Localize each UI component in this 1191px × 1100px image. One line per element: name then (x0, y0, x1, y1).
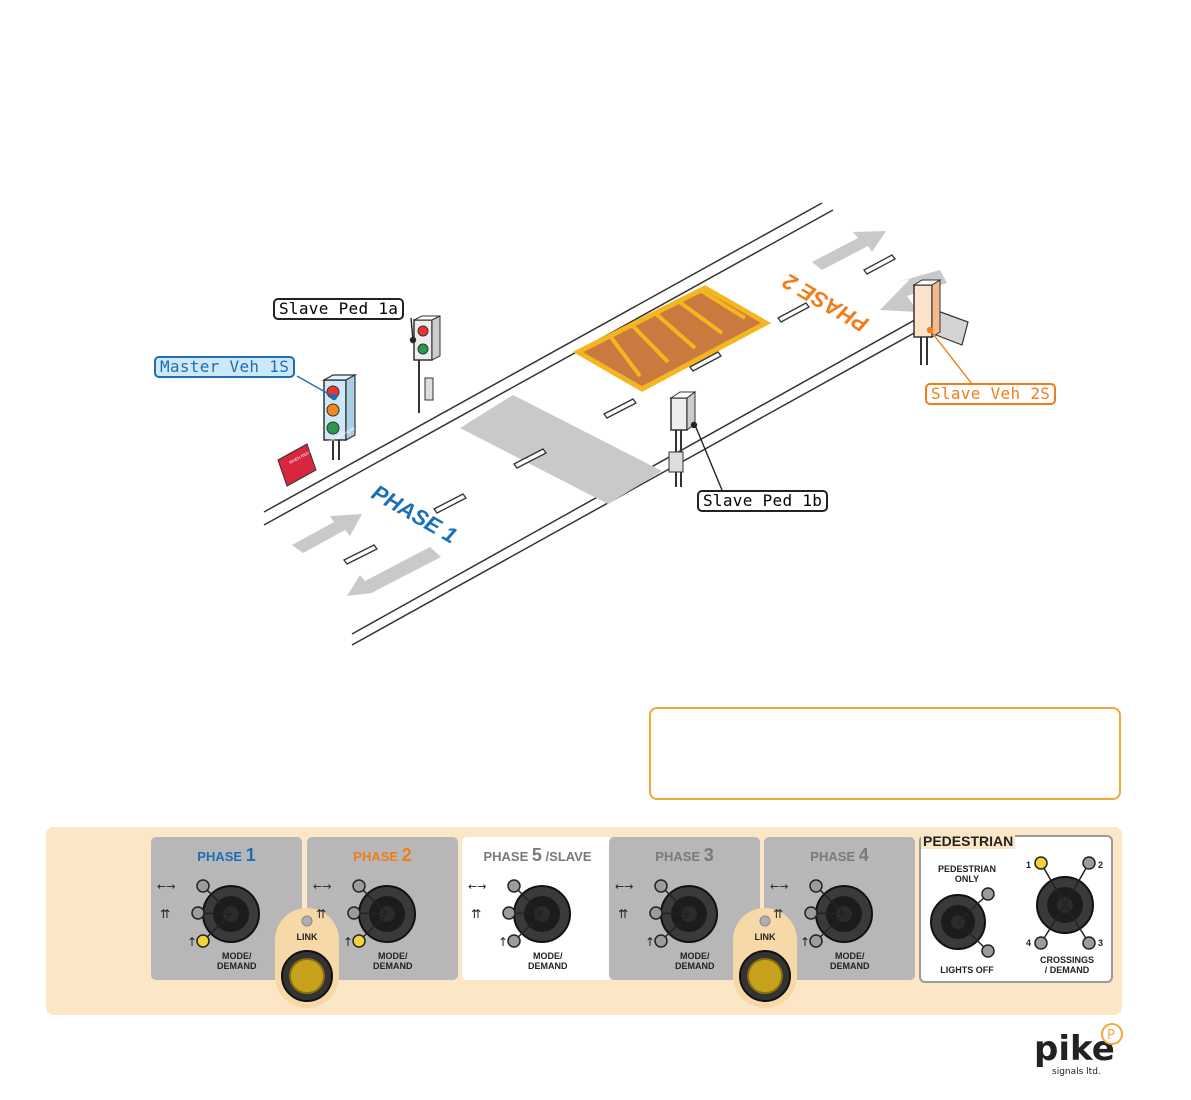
mode-demand-label: MODE/ DEMAND (217, 951, 257, 971)
crossing-1-led (1034, 856, 1048, 870)
pike-logo: pike signals ltd. P (1034, 1023, 1123, 1077)
road-edge-near-2 (351, 316, 944, 646)
double-up-arrows-icon: ⇈ (773, 907, 783, 921)
link-2-button-face[interactable] (747, 958, 783, 994)
slave-ped-1a-signal (413, 315, 441, 413)
led-lead-line (1040, 862, 1066, 906)
slave-ped-1b-signal (668, 391, 697, 487)
note-box (649, 707, 1121, 800)
lights-off-label: LIGHTS OFF (940, 965, 994, 975)
both-direction-arrows-icon: ←→ (157, 880, 175, 893)
mode-demand-label: MODE/ DEMAND (830, 951, 870, 971)
leader-1a (410, 317, 414, 341)
phase-4-led-top (654, 879, 668, 893)
lights-off-led (981, 944, 995, 958)
crossing-4-number: 4 (1026, 938, 1032, 948)
road-edge-far-2 (263, 209, 834, 526)
phase-1-led-bottom (196, 934, 210, 948)
led-lead-line (957, 921, 989, 952)
logo-badge-letter: P (1107, 1028, 1115, 1043)
phase-2-title: PHASE 2 (353, 845, 412, 865)
both-direction-arrows-icon: ←→ (313, 880, 331, 893)
both-direction-arrows-icon: ←→ (770, 880, 788, 893)
leader-1b (694, 424, 723, 491)
callout-slave-ped-1a: Slave Ped 1a (273, 298, 405, 320)
link-label: LINK (296, 932, 318, 942)
hatched-box (572, 285, 772, 392)
led-lead-line (1040, 904, 1066, 944)
logo-sub: signals ltd. (1052, 1067, 1101, 1077)
control-panel: PHASE 1 MODE/ DEMAND PHASE 2 MODE/ DEMAN… (46, 827, 1122, 1015)
phase-5-led-bottom (809, 934, 823, 948)
phase-3-title: PHASE 3 (655, 845, 714, 865)
crossing-4-led (1034, 936, 1048, 950)
phase-2-led-mid (347, 906, 361, 920)
both-direction-arrows-icon: ←→ (615, 880, 633, 893)
double-up-arrows-icon: ⇈ (471, 907, 481, 921)
link-1-button-face[interactable] (289, 958, 325, 994)
phase-5-title: PHASE 5 /SLAVE (483, 845, 592, 865)
single-up-arrow-icon: ↑ (343, 935, 353, 949)
phase-1-led-top (196, 879, 210, 893)
phase1-road-label: PHASE 1 (368, 480, 462, 549)
phase-3-led-mid (502, 906, 516, 920)
road-edge-far-1 (263, 202, 823, 513)
crossings-demand-label: CROSSINGS / DEMAND (1039, 955, 1094, 975)
crossing-3-number: 3 (1098, 938, 1104, 948)
callout-slave-veh-2s: Slave Veh 2S (925, 383, 1057, 405)
single-up-arrow-icon: ↑ (800, 935, 810, 949)
double-up-arrows-icon: ⇈ (160, 907, 170, 921)
lane-dashes (343, 254, 896, 565)
panel-controls: ←→ ⇈ ↑ ←→ ⇈ ↑ ←→ ⇈ ↑ ←→ ⇈ ↑ ←→ ⇈ ↑ (157, 856, 1096, 1002)
mode-demand-label: MODE/ DEMAND (528, 951, 568, 971)
phase-2-led-top (352, 879, 366, 893)
link-label: LINK (754, 932, 776, 942)
leader-slave-veh (929, 329, 973, 385)
phase-5-led-top (809, 879, 823, 893)
leader-master (296, 375, 335, 398)
pedestrian-crossing (460, 395, 662, 504)
phase2-road-label: PHASE 2 (778, 268, 873, 337)
phase-1-led-mid (191, 906, 205, 920)
master-vehicle-signal (321, 373, 358, 460)
pedestrian-only-label: PEDESTRIAN ONLY (937, 864, 996, 884)
led-lead-line (1064, 904, 1090, 944)
double-up-arrows-icon: ⇈ (618, 907, 628, 921)
crossing-2-number: 2 (1098, 860, 1104, 870)
led-lead-line (1064, 862, 1090, 906)
phase-4-led-mid (649, 906, 663, 920)
callout-slave-ped-1b: Slave Ped 1b (697, 490, 829, 512)
stop-line-sign: WHEN RED LIGHT SHOWS WAIT HERE (277, 426, 356, 487)
led-lead-line (957, 893, 989, 923)
link-1-indicator (301, 915, 313, 927)
slave-vehicle-signal (912, 279, 969, 365)
mode-demand-label: MODE/ DEMAND (373, 951, 413, 971)
crossing-2-led (1082, 856, 1096, 870)
single-up-arrow-icon: ↑ (498, 935, 508, 949)
phase-5-led-mid (804, 906, 818, 920)
mode-demand-label: MODE/ DEMAND (675, 951, 715, 971)
link-2-indicator (759, 915, 771, 927)
double-up-arrows-icon: ⇈ (316, 907, 326, 921)
single-up-arrow-icon: ↑ (187, 935, 197, 949)
single-up-arrow-icon: ↑ (645, 935, 655, 949)
both-direction-arrows-icon: ←→ (468, 880, 486, 893)
phase-5-module: PHASE 5 /SLAVE MODE/ DEMAND (462, 837, 613, 980)
pedestrian-only-led (981, 887, 995, 901)
phase-1-title: PHASE 1 (197, 845, 256, 865)
logo-badge-icon (1101, 1023, 1123, 1045)
phase-2-led-bottom (352, 934, 366, 948)
phase-3-led-bottom (507, 934, 521, 948)
phase-4-led-bottom (654, 934, 668, 948)
lane-arrows (292, 231, 947, 596)
callout-master-veh-1s: Master Veh 1S (154, 356, 296, 378)
road-scene: PHASE 1 PHASE 2 WHEN RED LIGHT SHOWS WAI… (263, 202, 973, 646)
phase-4-title: PHASE 4 (810, 845, 869, 865)
pedestrian-header: PEDESTRIAN (921, 833, 1016, 849)
sign-text: WHEN RED LIGHT SHOWS WAIT HERE (288, 426, 356, 465)
crossing-1-number: 1 (1026, 860, 1032, 870)
phase-3-led-top (507, 879, 521, 893)
crossing-3-led (1082, 936, 1096, 950)
